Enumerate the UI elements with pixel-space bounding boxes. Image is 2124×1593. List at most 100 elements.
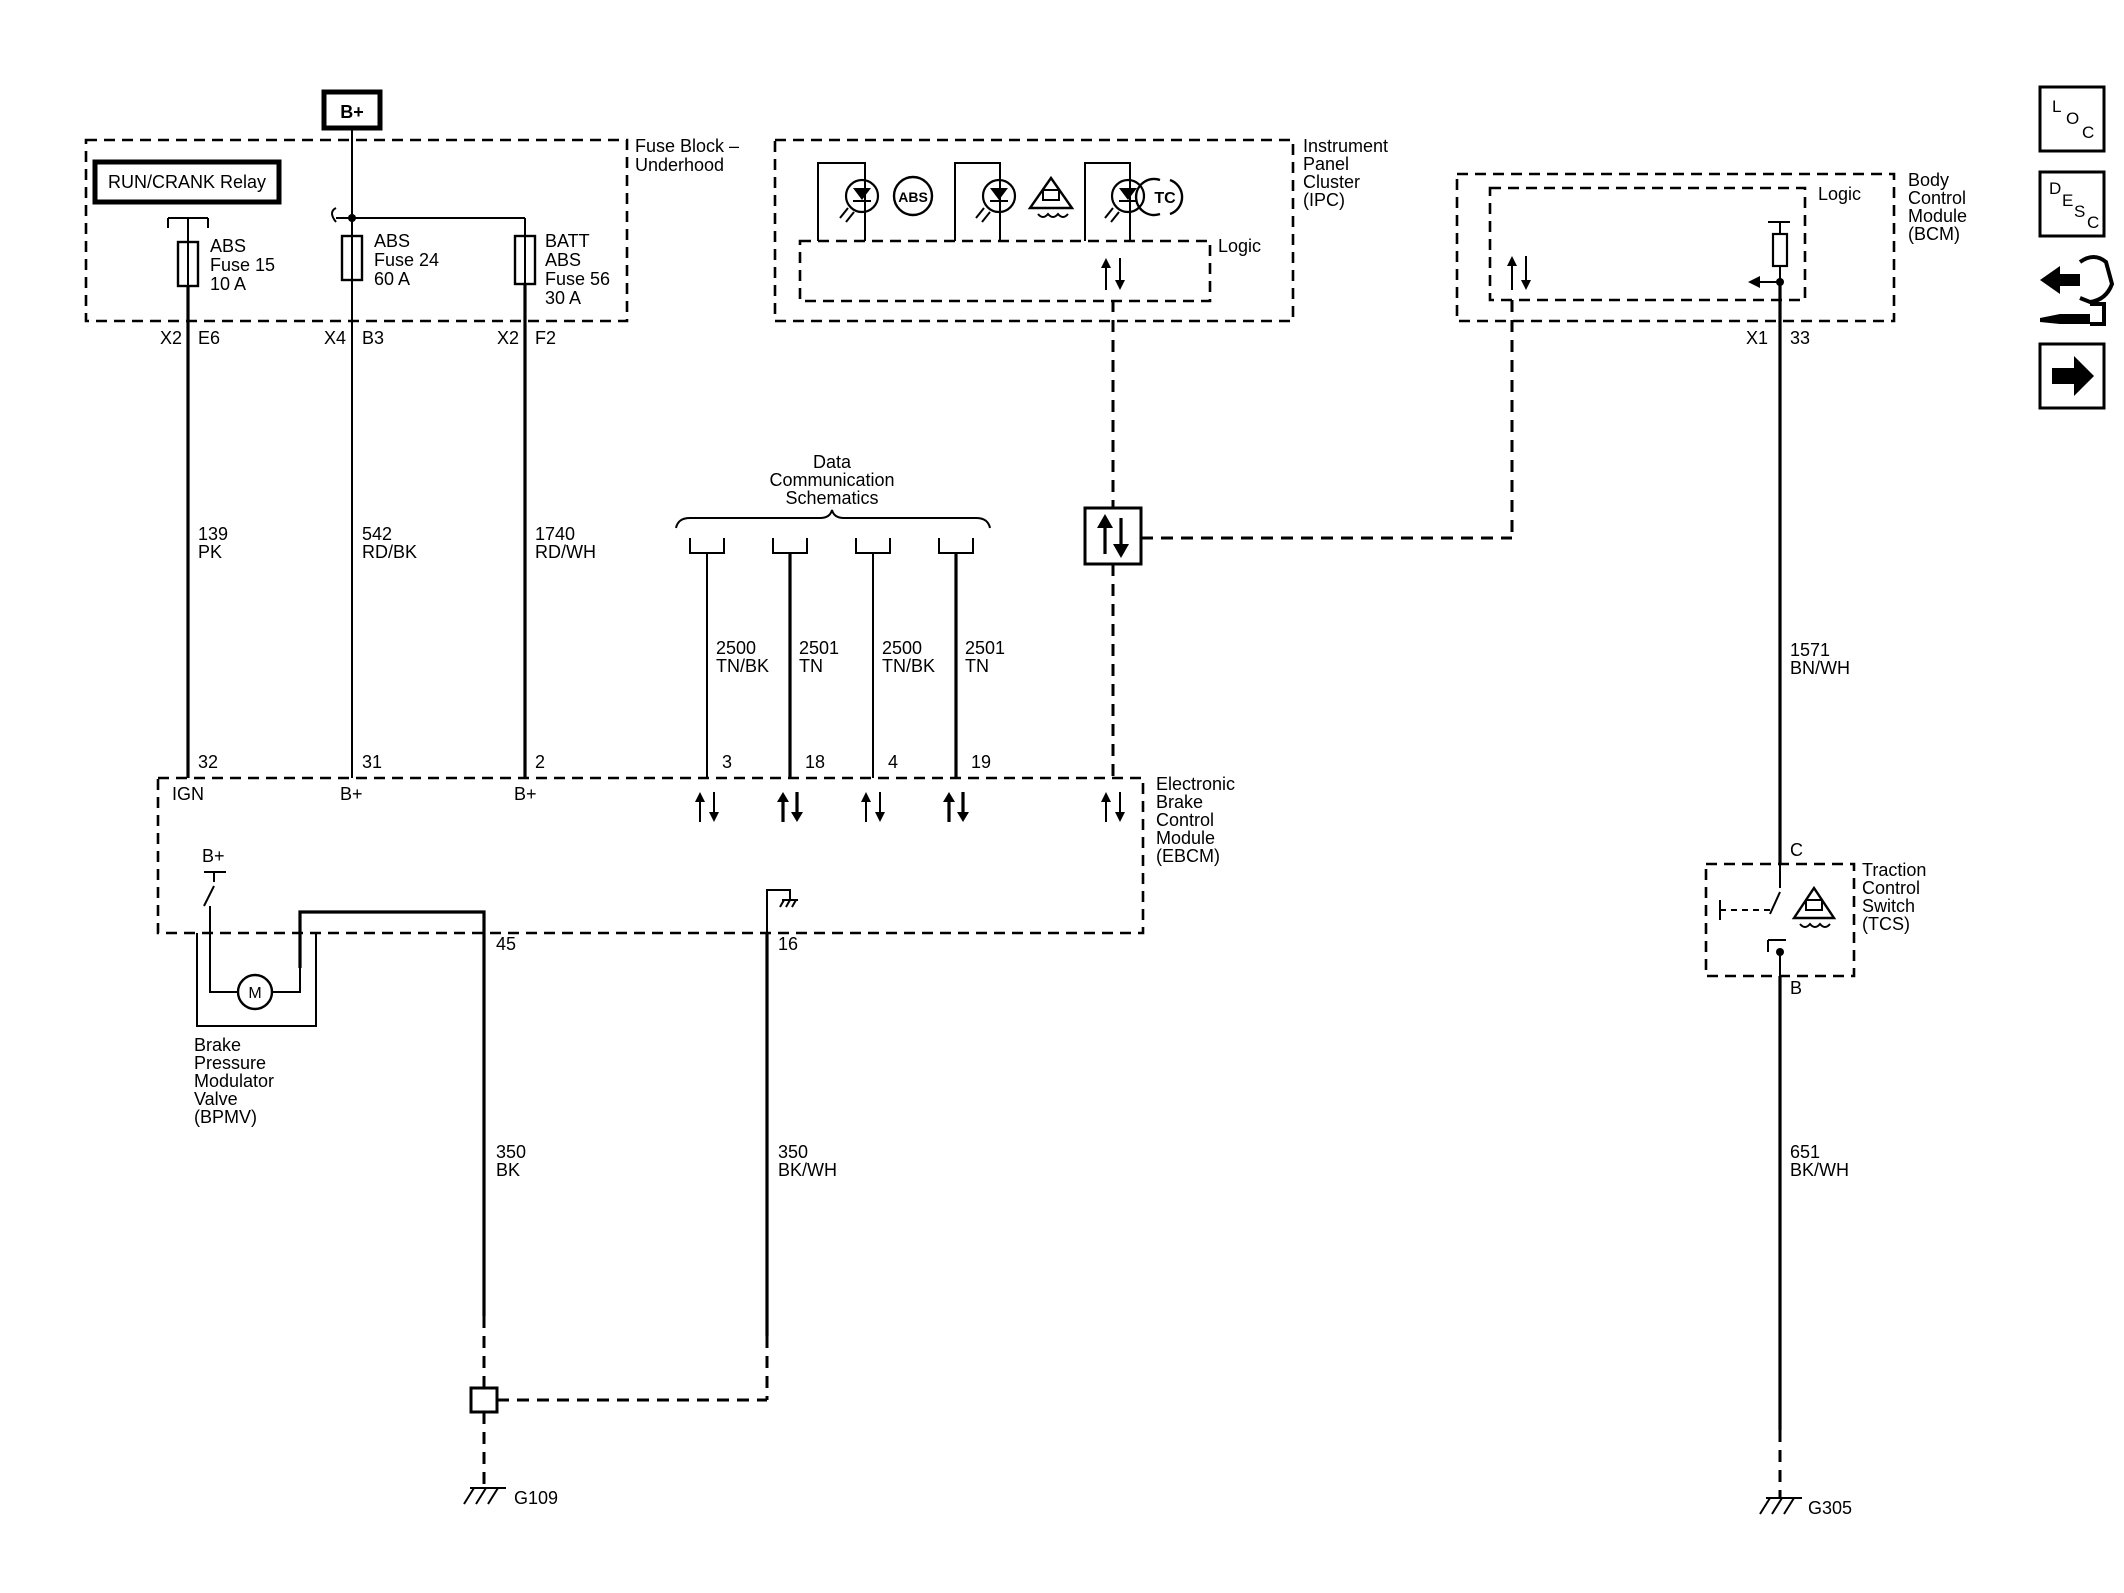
- wire-1571-num: 1571: [1790, 640, 1830, 660]
- power-wires: 139 PK 542 RD/BK 1740 RD/WH: [186, 321, 596, 778]
- fuse-56-pin: F2: [535, 328, 556, 348]
- ground-g109-icon: [463, 1487, 506, 1505]
- wire-651-num: 651: [1790, 1142, 1820, 1162]
- ebcm-pin-31: 31: [362, 752, 382, 772]
- body-control-module: Logic Body Control Module (BCM) X1 33: [1455, 170, 1967, 348]
- loc-letter-c: C: [2082, 123, 2094, 142]
- ipc-title-1: Instrument: [1303, 136, 1388, 156]
- wire-350b-color: BK/WH: [778, 1160, 837, 1180]
- fuse-15-line2: Fuse 15: [210, 255, 275, 275]
- fuse-24-line3: 60 A: [374, 269, 410, 289]
- bpmv-title-4: Valve: [194, 1089, 238, 1109]
- ebcm-title-1: Electronic: [1156, 774, 1235, 794]
- data-line-4-num: 2501: [965, 638, 1005, 658]
- ebcm-pin-19: 19: [971, 752, 991, 772]
- tc-icon-text: TC: [1154, 190, 1176, 207]
- serial-data-network: [1083, 300, 1514, 778]
- ebcm-title-5: (EBCM): [1156, 846, 1220, 866]
- instrument-panel-cluster: Instrument Panel Cluster (IPC) Logic ABS: [773, 136, 1388, 323]
- run-crank-relay: [92, 159, 282, 205]
- bcm-title-4: (BCM): [1908, 224, 1960, 244]
- bcm-conn: X1: [1746, 328, 1768, 348]
- ebcm-pin-4: 4: [888, 752, 898, 772]
- ebcm-title-4: Module: [1156, 828, 1215, 848]
- bcm-pin: 33: [1790, 328, 1810, 348]
- ebcm-pin-2: 2: [535, 752, 545, 772]
- internal-ground: [766, 889, 798, 933]
- abs-icon-text: ABS: [898, 189, 928, 205]
- ground-g305-icon: [1759, 1497, 1802, 1515]
- fuse-24-pin: B3: [362, 328, 384, 348]
- location-button[interactable]: L O C: [2038, 85, 2106, 153]
- ebcm-title-3: Control: [1156, 810, 1214, 830]
- ebcm-pin-31-label: B+: [340, 784, 363, 804]
- wire-139-color: PK: [198, 542, 222, 562]
- b-plus-source: B+: [321, 89, 525, 223]
- fuse-56-line2: ABS: [545, 250, 581, 270]
- motor-icon: [236, 973, 274, 1011]
- electronic-brake-control-module: Electronic Brake Control Module (EBCM) 3…: [156, 752, 1235, 968]
- tcs-title-4: (TCS): [1862, 914, 1910, 934]
- wire-350a-color: BK: [496, 1160, 520, 1180]
- data-line-1-color: TN/BK: [716, 656, 769, 676]
- fuse-15: ABS Fuse 15 10 A X2 E6: [160, 217, 275, 348]
- bpmv-title-3: Modulator: [194, 1071, 274, 1091]
- bcm-title-1: Body: [1908, 170, 1949, 190]
- data-comm-title-3: Schematics: [785, 488, 878, 508]
- description-button[interactable]: D E S C: [2038, 170, 2106, 238]
- ebcm-pin-16: 16: [778, 934, 798, 954]
- ipc-data-arrows: [1101, 258, 1125, 290]
- fuse-15-pin: E6: [198, 328, 220, 348]
- data-line-1-num: 2500: [716, 638, 756, 658]
- motor-label: M: [248, 985, 261, 1002]
- fuse-24-line1: ABS: [374, 231, 410, 251]
- tcs-car-icon: [1791, 885, 1837, 928]
- ipc-title-2: Panel: [1303, 154, 1349, 174]
- data-line-2-color: TN: [799, 656, 823, 676]
- data-communication-schematics: Data Communication Schematics 2500 TN/BK…: [675, 452, 1005, 778]
- bcm-title-3: Module: [1908, 206, 1967, 226]
- ipc-title-3: Cluster: [1303, 172, 1360, 192]
- tcs-pin-c: C: [1790, 840, 1803, 860]
- wire-1740-num: 1740: [535, 524, 575, 544]
- wire-1740-color: RD/WH: [535, 542, 596, 562]
- diagnostic-connector-button[interactable]: [2040, 255, 2115, 326]
- tcs-title-1: Traction: [1862, 860, 1926, 880]
- ipc-title-4: (IPC): [1303, 190, 1345, 210]
- fuse-15-line3: 10 A: [210, 274, 246, 294]
- wire-651-color: BK/WH: [1790, 1160, 1849, 1180]
- right-arrow-icon: [2052, 356, 2094, 396]
- ground-splice: [469, 1386, 499, 1414]
- ebcm-pin-2-label: B+: [514, 784, 537, 804]
- wire-350a-num: 350: [496, 1142, 526, 1162]
- data-comm-title-2: Communication: [769, 470, 894, 490]
- data-line-4-color: TN: [965, 656, 989, 676]
- wire-350b-num: 350: [778, 1142, 808, 1162]
- loc-letter-o: O: [2066, 109, 2079, 128]
- connector-wrench-icon: [2040, 255, 2115, 326]
- ebcm-pin-32-label: IGN: [172, 784, 204, 804]
- bpmv-title-2: Pressure: [194, 1053, 266, 1073]
- wire-1571-color: BN/WH: [1790, 658, 1850, 678]
- data-line-2-num: 2501: [799, 638, 839, 658]
- fuse-56: BATT ABS Fuse 56 30 A X2 F2: [497, 218, 610, 348]
- fuse-56-conn: X2: [497, 328, 519, 348]
- ground-g109-label: G109: [514, 1488, 558, 1508]
- ebcm-pin-18: 18: [805, 752, 825, 772]
- fuse-24-conn: X4: [324, 328, 346, 348]
- bcm-title-2: Control: [1908, 188, 1966, 208]
- next-page-button[interactable]: [2038, 342, 2106, 410]
- ipc-logic-label: Logic: [1218, 236, 1261, 256]
- fuse-56-line4: 30 A: [545, 288, 581, 308]
- fuse-15-line1: ABS: [210, 236, 246, 256]
- fuse-56-line1: BATT: [545, 231, 590, 251]
- loc-letter-l: L: [2052, 97, 2061, 116]
- abs-icon: [892, 175, 934, 217]
- fuse-block-underhood: Fuse Block – Underhood RUN/CRANK Relay A…: [84, 136, 739, 348]
- traction-indicator: [954, 162, 1075, 241]
- tc-indicator: TC: [1084, 162, 1184, 241]
- fuse-block-title-1: Fuse Block –: [635, 136, 739, 156]
- tcs-title-2: Control: [1862, 878, 1920, 898]
- desc-letter-s: S: [2074, 202, 2085, 221]
